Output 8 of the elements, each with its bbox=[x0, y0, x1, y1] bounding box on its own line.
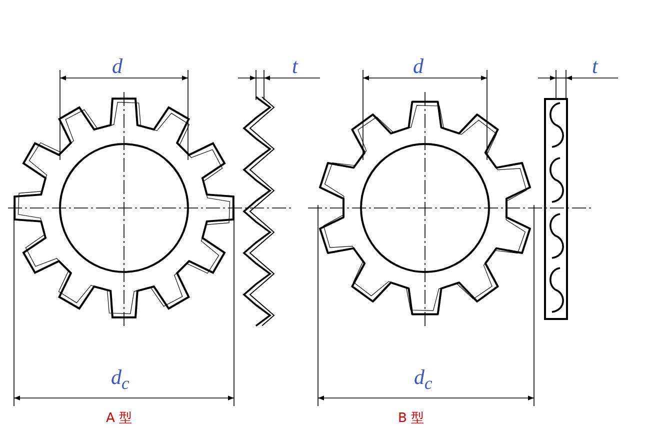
dimension-label: t bbox=[292, 56, 298, 77]
type-label: A 型 bbox=[106, 412, 132, 425]
dimension-label: d$_{c}$ bbox=[414, 367, 432, 393]
type-label: B 型 bbox=[398, 412, 424, 425]
dimension-label: d bbox=[413, 56, 424, 77]
dimension-label: t bbox=[592, 56, 598, 77]
dimension-label: d$_{c}$ bbox=[111, 367, 130, 393]
dimension-label: d bbox=[112, 56, 122, 77]
